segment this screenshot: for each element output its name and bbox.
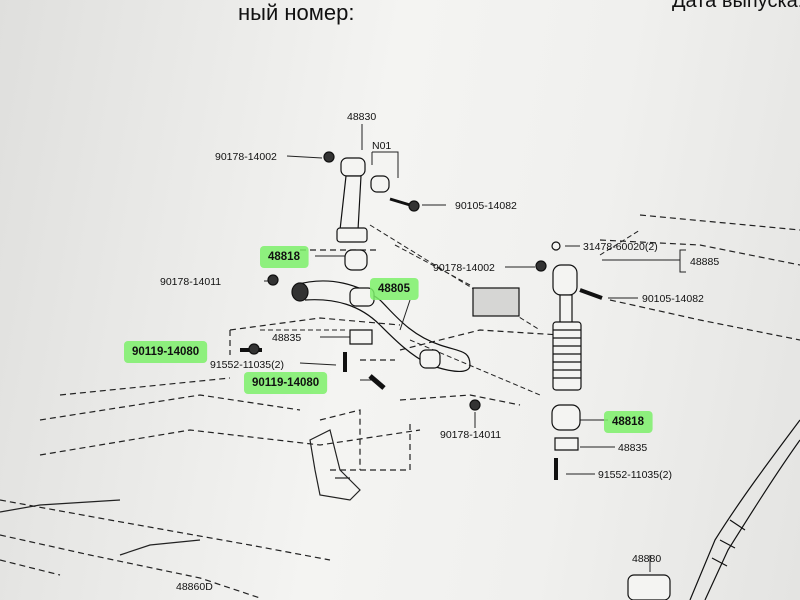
callout-label-48885: 48885 (690, 256, 719, 268)
callout-label-31478-60020: 31478-60020(2) (583, 241, 658, 253)
callout-label-91552-11035-a: 91552-11035(2) (210, 359, 284, 371)
callout-label-90178-14011-a: 90178-14011 (160, 276, 221, 288)
callout-label-48880: 48880 (632, 553, 661, 565)
callout-label-48818-b: 48818 (612, 416, 645, 428)
highlight-marker-48818-b (604, 411, 653, 433)
highlight-marker-90119-14080-b (244, 372, 328, 394)
frame-outline (0, 429, 361, 556)
callout-label-90178-14011-b: 90178-14011 (440, 429, 501, 441)
link-assembly-part-right (469, 241, 603, 480)
callout-label-48860D: 48860D (176, 581, 213, 593)
stabilizer-bar-part (291, 280, 471, 372)
highlight-marker-48805 (370, 278, 419, 300)
callout-label-90178-14002-b: 90178-14002 (433, 262, 495, 274)
callout-label-N01: N01 (372, 140, 391, 152)
callout-label-90119-14080-b: 90119-14080 (252, 377, 319, 389)
stabilizer-link-part (323, 151, 420, 243)
callout-label-90105-14082-b: 90105-14082 (642, 293, 704, 305)
callout-label-90105-14082-a: 90105-14082 (455, 200, 517, 212)
highlight-marker-48818-a (260, 246, 309, 268)
callout-label-48835-b: 48835 (618, 442, 647, 454)
highlight-marker-90119-14080-a (124, 341, 208, 363)
callout-label-48818-a: 48818 (268, 251, 301, 263)
solid-leaders (239, 124, 686, 572)
callout-label-48830: 48830 (347, 111, 376, 123)
header-issue-date-label: Дата выпуска: (672, 0, 800, 12)
callout-label-48835-a: 48835 (272, 332, 301, 344)
bracket-part-left (240, 329, 386, 390)
callout-label-91552-11035-b: 91552-11035(2) (598, 469, 672, 481)
header-part-number-label: ный номер: (238, 0, 355, 25)
chassis-frame (0, 214, 800, 599)
pipe-part-right (627, 419, 800, 600)
callout-label-90178-14002-a: 90178-14002 (215, 151, 277, 163)
callout-label-48805: 48805 (378, 283, 411, 295)
callout-label-90119-14080-a: 90119-14080 (132, 346, 199, 358)
bushing-part-upper (267, 249, 368, 286)
